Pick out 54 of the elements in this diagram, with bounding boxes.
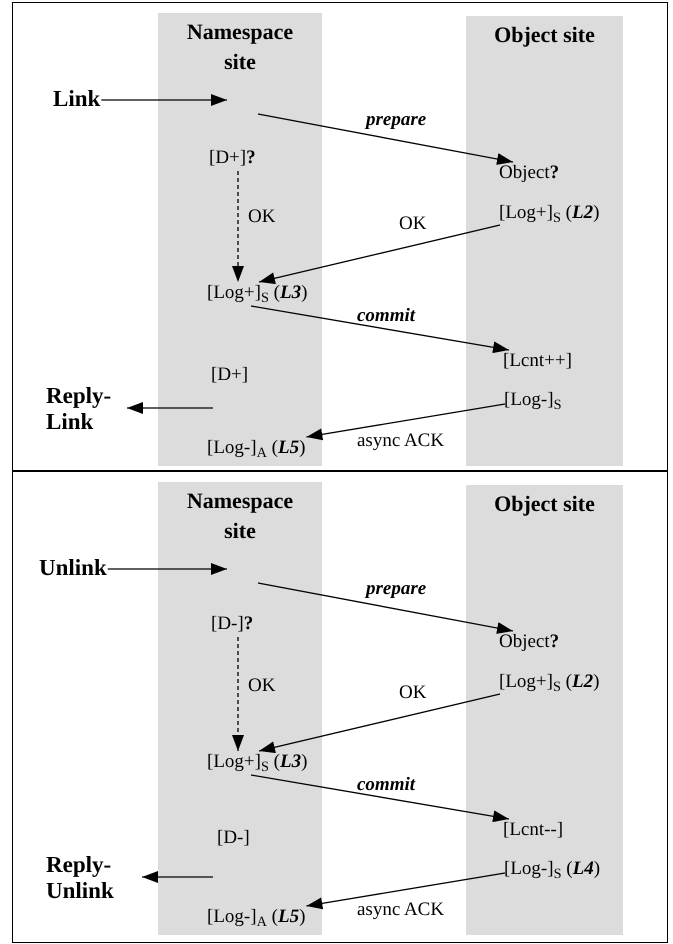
arrow	[127, 402, 213, 414]
dashed-arrow	[232, 171, 244, 282]
state-label: [D-]	[217, 826, 250, 850]
state-label: [D-]?	[211, 612, 254, 636]
panel-frame	[12, 471, 668, 943]
arrow	[250, 305, 510, 354]
panel-frame	[12, 2, 668, 471]
arrow	[101, 94, 227, 106]
edge-label: prepare	[366, 578, 426, 600]
edge-label: OK	[248, 206, 276, 228]
arrow	[258, 113, 514, 165]
edge-label: OK	[399, 682, 426, 704]
state-label: [Log-]$_{A}$ (L5)	[207, 436, 306, 460]
site-column	[466, 485, 623, 935]
edge-label: commit	[357, 305, 416, 327]
state-label: [Lcnt--]	[503, 818, 564, 842]
arrow	[306, 403, 506, 440]
column-heading: Namespace site	[186, 487, 294, 545]
state-label: [Log+]$_{S}$ (L3)	[207, 750, 308, 774]
state-label: Object?	[499, 161, 560, 185]
site-column	[466, 16, 623, 466]
state-label: [D+]	[211, 363, 248, 387]
operation-label: Link	[53, 86, 100, 112]
state-label: [Log+]$_{S}$ (L3)	[207, 281, 308, 305]
site-column	[158, 482, 322, 935]
operation-label: Unlink	[39, 555, 107, 581]
edge-label: OK	[248, 675, 276, 697]
state-label: Object?	[499, 630, 560, 654]
column-heading: Object site	[493, 21, 596, 49]
arrow	[306, 872, 506, 910]
state-label: [Log-]$_{A}$ (L5)	[207, 905, 306, 929]
state-label: [Log-]$_{S}$	[504, 388, 562, 412]
operation-label: Reply-Link	[46, 383, 126, 435]
state-label: [Log-]$_{S}$ (L4)	[504, 857, 600, 881]
dashed-arrow	[232, 637, 244, 751]
column-heading: Namespace site	[186, 18, 294, 76]
site-column	[158, 13, 322, 466]
column-heading: Object site	[493, 490, 596, 518]
edge-label: prepare	[366, 109, 426, 131]
arrow	[258, 693, 500, 754]
arrow	[258, 224, 500, 284]
edge-label: async ACK	[357, 430, 444, 452]
state-label: [Log+]$_{S}$ (L2)	[499, 201, 600, 225]
arrow	[142, 871, 213, 883]
edge-label: OK	[399, 213, 426, 235]
arrow	[108, 563, 227, 575]
arrow	[258, 582, 514, 634]
state-label: [Lcnt++]	[503, 349, 572, 373]
arrow	[250, 774, 510, 822]
state-label: [D+]?	[209, 146, 256, 170]
state-label: [Log+]$_{S}$ (L2)	[499, 670, 600, 694]
edge-label: commit	[357, 774, 416, 796]
operation-label: Reply-Unlink	[46, 852, 141, 904]
edge-label: async ACK	[357, 899, 444, 921]
